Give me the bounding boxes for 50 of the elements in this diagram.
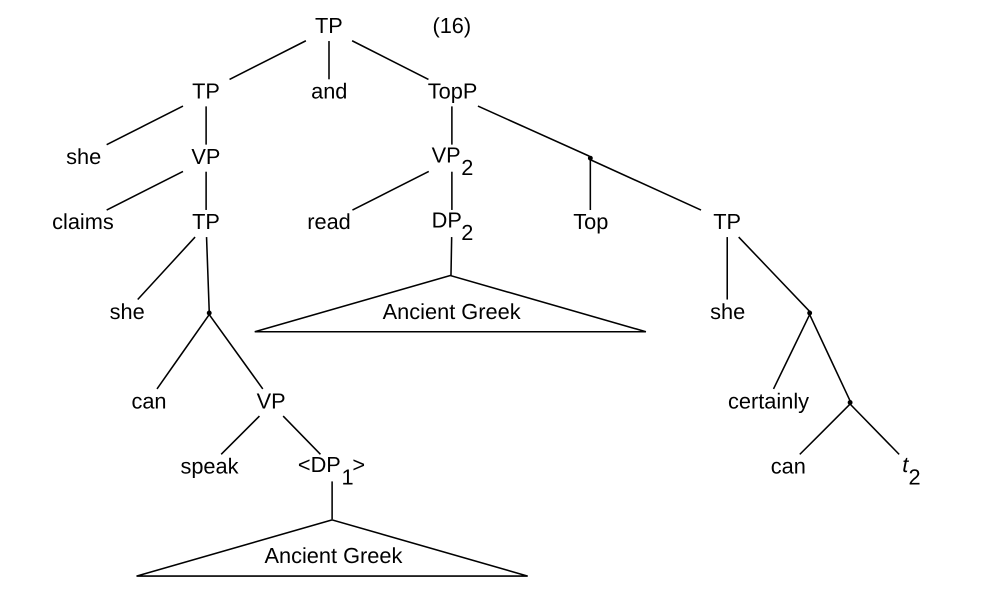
- connector: [808, 314, 850, 402]
- node-text: Top: [572, 209, 608, 234]
- node-text: TP: [314, 13, 342, 38]
- connector: [282, 416, 320, 455]
- connector: [738, 236, 810, 312]
- node-point: [206, 310, 212, 316]
- node-text: she: [66, 144, 101, 169]
- connector: [798, 404, 850, 455]
- node-text: she: [109, 298, 144, 324]
- connector: [204, 172, 206, 210]
- connector: [204, 106, 206, 145]
- connector: [351, 40, 428, 80]
- connector: [772, 314, 810, 390]
- connector: [849, 404, 900, 455]
- node-text: she: [710, 298, 745, 324]
- node-text: certainly: [728, 388, 809, 414]
- connector: [590, 159, 701, 211]
- connector: [156, 314, 210, 390]
- connector: [328, 41, 330, 80]
- node-text: VP: [256, 388, 286, 414]
- connector: [106, 170, 183, 211]
- node-point: [806, 310, 812, 316]
- node-text: TP: [192, 78, 220, 104]
- connector: [330, 481, 332, 520]
- node-text: VP: [190, 144, 220, 169]
- label: (16): [432, 13, 471, 38]
- node-text: TopP: [427, 78, 477, 104]
- node-text: TP: [192, 209, 220, 234]
- connector: [589, 160, 591, 210]
- connector: [205, 237, 210, 312]
- node-text: TP: [712, 209, 741, 234]
- node-text: can: [130, 388, 166, 414]
- connector: [477, 105, 590, 157]
- node-point: [847, 400, 852, 405]
- connector: [228, 40, 306, 80]
- connector: [450, 106, 452, 145]
- node-text: and: [310, 78, 347, 104]
- connector: [450, 172, 452, 210]
- node-text: speak: [180, 454, 238, 479]
- connector: [208, 314, 263, 390]
- connector: [136, 236, 196, 300]
- connector: [450, 237, 452, 276]
- node-text: claims: [52, 209, 114, 234]
- connector: [352, 170, 429, 211]
- node-text: read: [306, 209, 350, 234]
- node-point: [587, 156, 592, 161]
- node-text: can: [770, 454, 806, 479]
- connector: [106, 105, 183, 146]
- connector: [220, 416, 260, 455]
- connector: [726, 237, 728, 300]
